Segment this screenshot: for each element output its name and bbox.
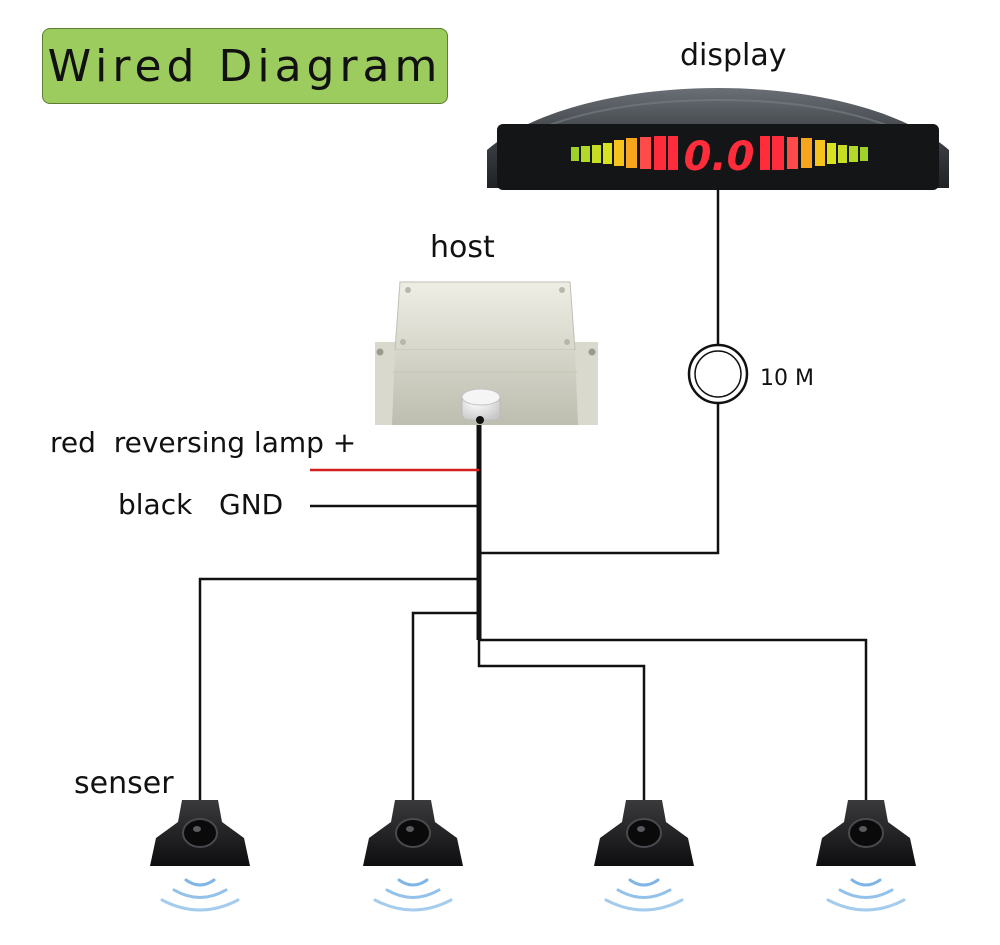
red-wire-label: red reversing lamp + [50,426,357,459]
cable-coil-icon [687,343,749,405]
sensor-lead-1 [198,577,479,800]
sensor-lead-3 [477,640,646,800]
sensor-lead-4 [479,638,868,800]
led-bar-left [571,136,678,170]
ultrasonic-wave-icon [160,878,906,912]
display-label: display [680,38,787,73]
display-unit-icon: 0.0 [487,88,949,190]
cable-length-label: 10 M [760,366,814,391]
led-bar-right [760,136,868,170]
black-wire-label: black GND [118,488,284,521]
sensor-icon [150,800,250,866]
sensor-lead-2 [411,611,479,800]
sensor-icon [816,800,916,866]
display-readout: 0.0 [684,134,755,180]
host-label: host [430,230,495,265]
sensor-label: senser [74,766,174,801]
host-box-icon [375,281,598,425]
wiring [198,188,868,800]
sensor-icon [363,800,463,866]
title-box: Wired Diagram [42,28,448,104]
diagram-title: Wired Diagram [47,40,443,92]
sensor-icon [594,800,694,866]
